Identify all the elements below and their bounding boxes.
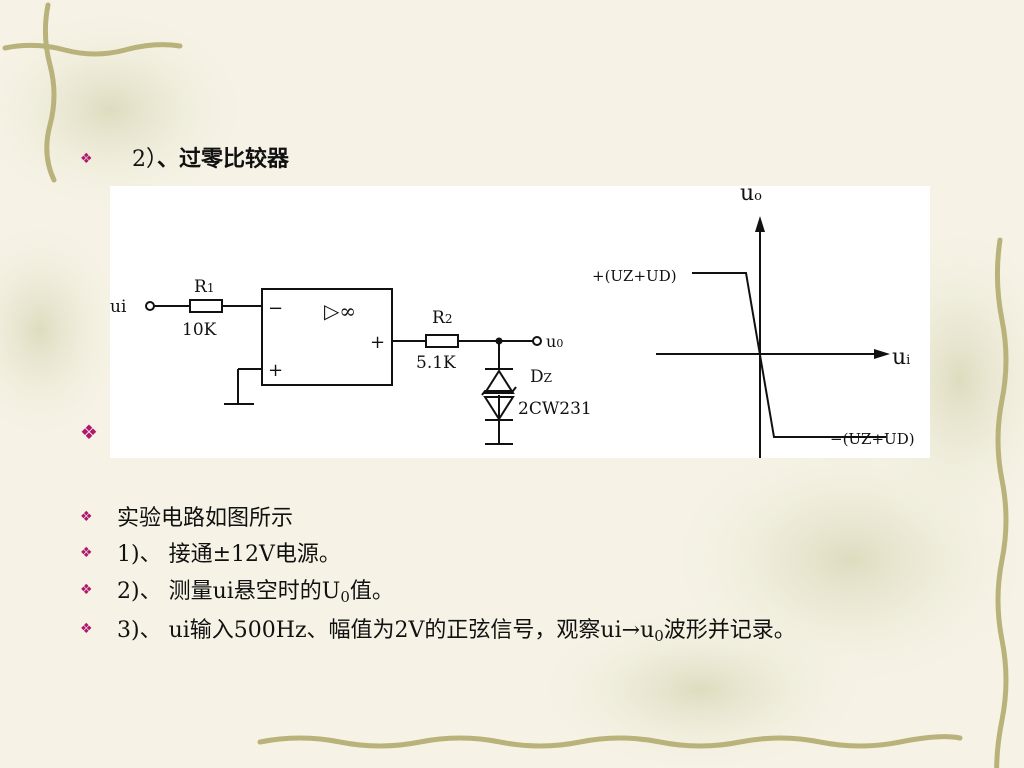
list-item-text: 3)、 ui输入500Hz、幅值为2V的正弦信号，观察ui→u bbox=[117, 618, 655, 643]
list-item-text-end: 波形并记录。 bbox=[663, 618, 796, 643]
empty-bullet: ❖ bbox=[80, 420, 98, 444]
output-label: u0 bbox=[546, 332, 563, 351]
transfer-characteristic-line bbox=[692, 272, 886, 438]
x-axis-arrow-icon bbox=[874, 349, 890, 359]
diode-label: DZ bbox=[530, 367, 552, 387]
input-label: ui bbox=[110, 297, 127, 317]
lower-level-label: −(UZ+UD) bbox=[830, 430, 915, 448]
diode-model: 2CW231 bbox=[518, 399, 592, 419]
list-item: 2)、 测量ui悬空时的U0值。 bbox=[117, 573, 394, 606]
list-item: 实验电路如图所示 bbox=[117, 506, 294, 531]
r2-label: R2 bbox=[432, 308, 452, 328]
item-bullet: ❖ bbox=[80, 621, 93, 637]
list-item: 1)、 接通±12V电源。 bbox=[117, 542, 341, 567]
list-item-text: 2)、 测量ui悬空时的U bbox=[117, 579, 341, 604]
list-item-subscript: 0 bbox=[654, 627, 664, 645]
item-bullet: ❖ bbox=[80, 509, 93, 525]
x-axis-label: ui bbox=[892, 345, 910, 370]
opamp-box bbox=[261, 288, 393, 386]
opamp-minus-label: − bbox=[268, 298, 283, 319]
y-axis-arrow-icon bbox=[755, 216, 765, 232]
list-item-subscript: 0 bbox=[340, 588, 350, 606]
opamp-plus-output-label: + bbox=[370, 332, 385, 353]
r2-value: 5.1K bbox=[416, 353, 456, 373]
circuit-diagram: ui R1 10K − + ▷∞ + R2 5.1K u0 DZ 2CW231 … bbox=[110, 186, 915, 458]
upper-level-label: +(UZ+UD) bbox=[592, 267, 677, 285]
opamp-plus-input-label: + bbox=[268, 360, 283, 381]
list-item: 3)、 ui输入500Hz、幅值为2V的正弦信号，观察ui→u0波形并记录。 bbox=[117, 612, 796, 645]
resistor-r1 bbox=[189, 299, 223, 313]
r1-label: R1 bbox=[194, 277, 214, 297]
list-item-text-end: 值。 bbox=[349, 579, 394, 604]
junction-dot bbox=[495, 337, 503, 345]
item-bullet: ❖ bbox=[80, 582, 93, 598]
heading-title: 、过零比较器 bbox=[157, 146, 290, 172]
output-terminal bbox=[532, 336, 542, 346]
heading-prefix: 2） bbox=[132, 147, 157, 172]
resistor-r2 bbox=[425, 334, 459, 348]
input-terminal bbox=[145, 301, 155, 311]
heading-bullet: ❖ bbox=[80, 151, 93, 167]
zener-diode-icon bbox=[481, 369, 517, 426]
r1-value: 10K bbox=[182, 320, 217, 340]
item-bullet: ❖ bbox=[80, 545, 93, 561]
transfer-curve bbox=[656, 226, 886, 458]
slide-heading: 2）、过零比较器 bbox=[132, 141, 289, 173]
opamp-symbol: ▷∞ bbox=[324, 299, 356, 323]
y-axis-label: uo bbox=[740, 186, 762, 206]
circuit-figure: ui R1 10K − + ▷∞ + R2 5.1K u0 DZ 2CW231 … bbox=[110, 186, 930, 458]
